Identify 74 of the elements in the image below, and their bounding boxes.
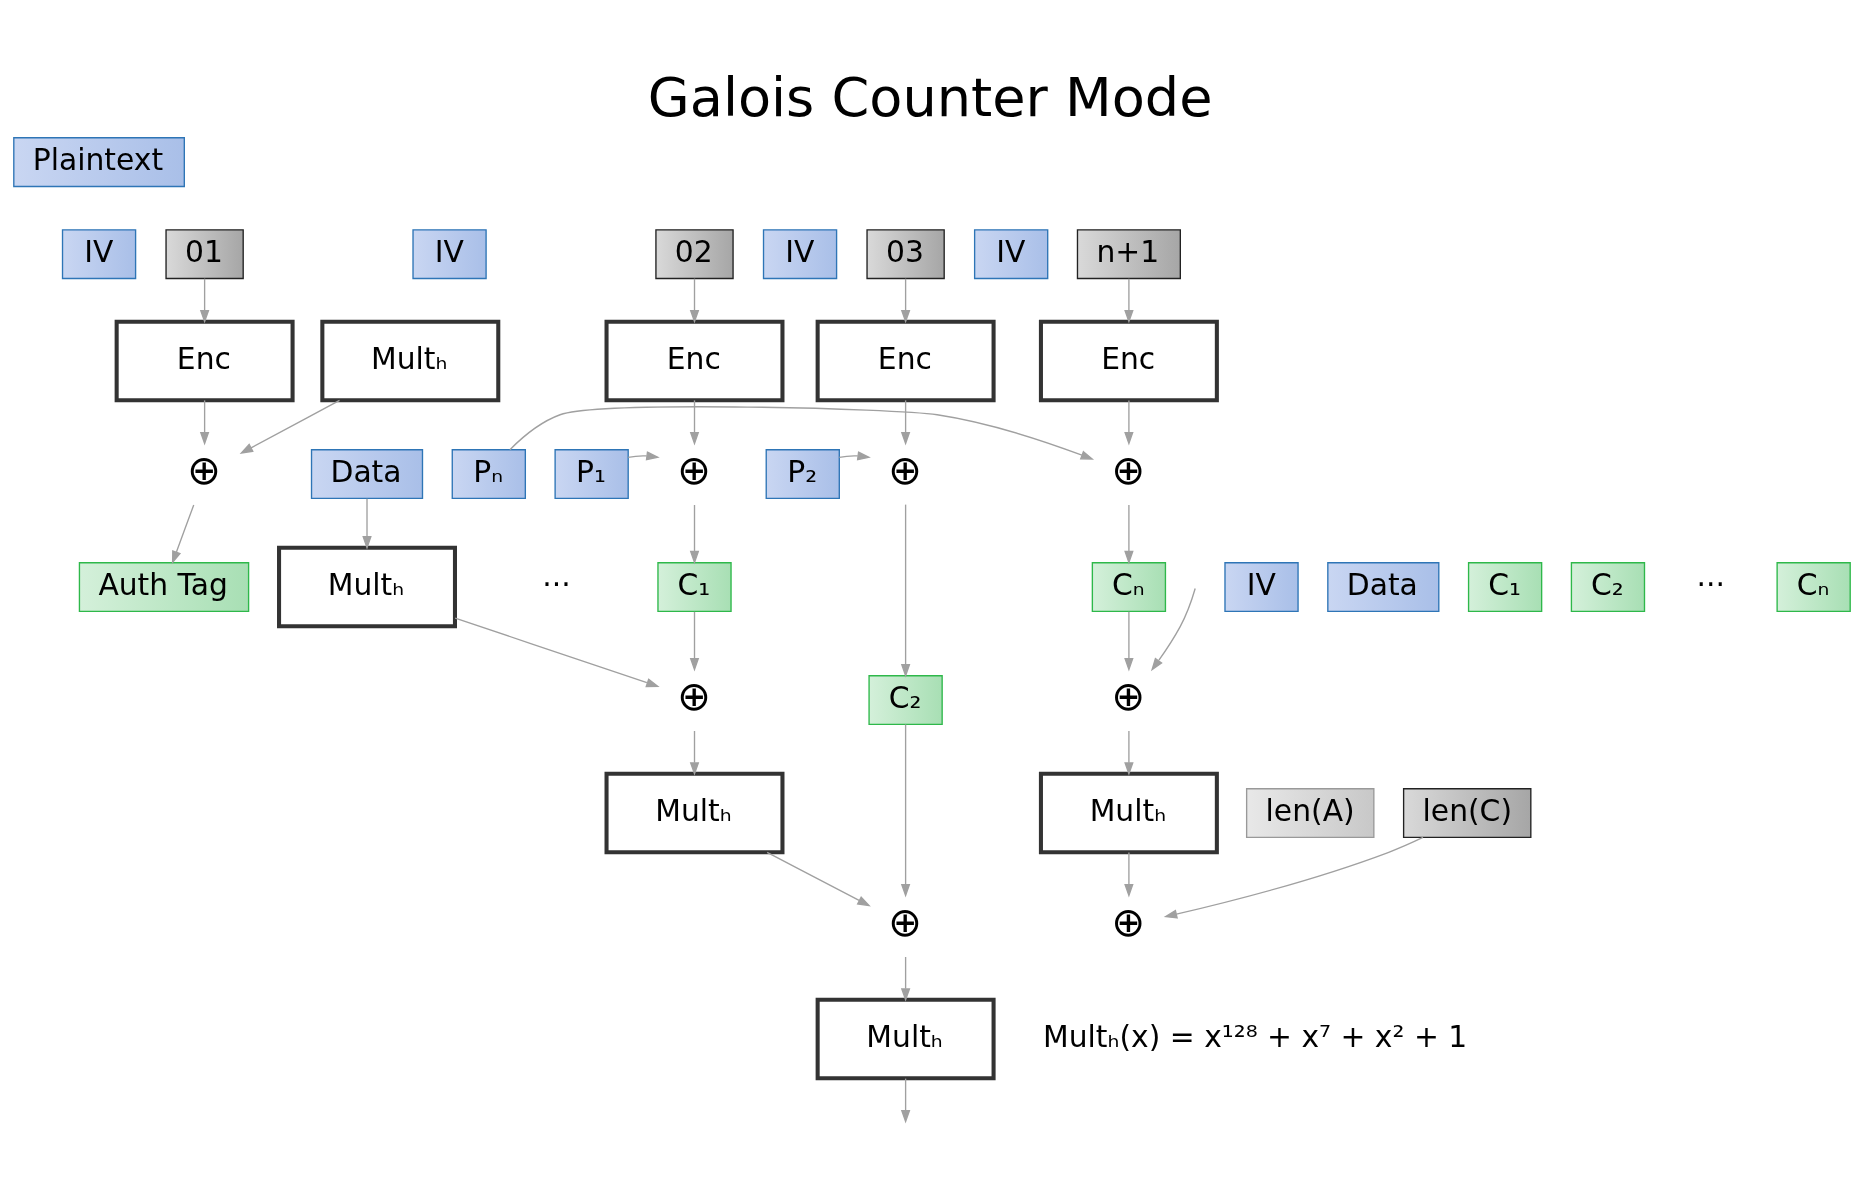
node-box: C₂ bbox=[868, 674, 943, 725]
node-box: Multₕ bbox=[277, 545, 457, 628]
node-box: Auth Tag bbox=[78, 561, 250, 612]
node-text: ⊕ bbox=[676, 445, 711, 494]
node-box: Multₕ bbox=[604, 771, 785, 854]
arrow bbox=[766, 851, 871, 907]
arrow bbox=[509, 405, 1095, 460]
diagram-title: Galois Counter Mode bbox=[647, 65, 1213, 129]
node-text: ⊕ bbox=[1111, 897, 1146, 946]
arrow bbox=[900, 1077, 911, 1124]
node-box: Data bbox=[1327, 561, 1440, 612]
node-box: Cₙ bbox=[1091, 561, 1167, 612]
arrow bbox=[838, 450, 871, 461]
node-box: 02 bbox=[655, 228, 734, 279]
arrow bbox=[689, 277, 700, 324]
node-box: IV bbox=[1224, 561, 1299, 612]
node-box: P₂ bbox=[765, 448, 840, 499]
node-box: n+1 bbox=[1076, 228, 1181, 279]
node-box: len(A) bbox=[1245, 787, 1375, 838]
node-text: ⊕ bbox=[187, 445, 222, 494]
arrow bbox=[199, 399, 210, 445]
label: ··· bbox=[542, 566, 571, 602]
arrow bbox=[171, 503, 195, 564]
arrow bbox=[1124, 503, 1134, 564]
node-box: IV bbox=[412, 228, 487, 279]
arrow bbox=[900, 723, 911, 897]
node-box: C₁ bbox=[657, 561, 732, 612]
node-box: P₁ bbox=[554, 448, 629, 499]
arrow bbox=[1124, 610, 1134, 671]
node-box: Pₙ bbox=[451, 448, 526, 499]
arrow bbox=[239, 399, 341, 454]
arrow bbox=[1124, 729, 1134, 776]
arrow bbox=[900, 503, 911, 678]
arrow bbox=[689, 729, 700, 776]
node-box: IV bbox=[973, 228, 1049, 279]
arrow bbox=[689, 610, 700, 671]
arrow bbox=[900, 955, 911, 1002]
arrow bbox=[689, 399, 700, 445]
node-box: IV bbox=[762, 228, 838, 279]
label: ··· bbox=[1696, 566, 1725, 602]
node-box: Enc bbox=[114, 319, 295, 402]
node-box: Cₙ bbox=[1776, 561, 1851, 612]
arrow bbox=[627, 450, 660, 461]
node-box: Multₕ bbox=[1038, 771, 1219, 854]
node-box: Plaintext bbox=[13, 136, 185, 187]
arrow bbox=[900, 277, 911, 324]
arrow bbox=[454, 616, 660, 687]
arrow bbox=[900, 399, 911, 445]
arrow bbox=[362, 497, 372, 550]
node-box: IV bbox=[61, 228, 137, 279]
node-box: len(C) bbox=[1402, 787, 1532, 838]
node-box: Data bbox=[310, 448, 424, 499]
node-text: ⊕ bbox=[888, 445, 923, 494]
arrow bbox=[689, 503, 700, 564]
node-text: ⊕ bbox=[1111, 445, 1146, 494]
node-text: ⊕ bbox=[888, 897, 923, 946]
node-box: Enc bbox=[604, 319, 785, 402]
arrow bbox=[1150, 587, 1196, 671]
arrow bbox=[1163, 836, 1424, 919]
node-box: Enc bbox=[815, 319, 996, 402]
label: Multₕ(x) = x¹²⁸ + x⁷ + x² + 1 bbox=[1042, 1018, 1468, 1054]
node-text: ⊕ bbox=[1111, 671, 1146, 720]
node-box: Multₕ bbox=[320, 319, 501, 402]
arrow bbox=[1124, 277, 1134, 324]
arrow bbox=[1124, 851, 1134, 897]
node-box: 01 bbox=[165, 228, 244, 279]
node-box: C₂ bbox=[1570, 561, 1646, 612]
node-text: ⊕ bbox=[676, 671, 711, 720]
node-box: 03 bbox=[866, 228, 945, 279]
node-box: C₁ bbox=[1467, 561, 1543, 612]
node-box: Enc bbox=[1038, 319, 1219, 402]
arrow bbox=[1124, 399, 1134, 445]
arrow bbox=[199, 277, 210, 324]
node-box: Multₕ bbox=[815, 997, 996, 1080]
